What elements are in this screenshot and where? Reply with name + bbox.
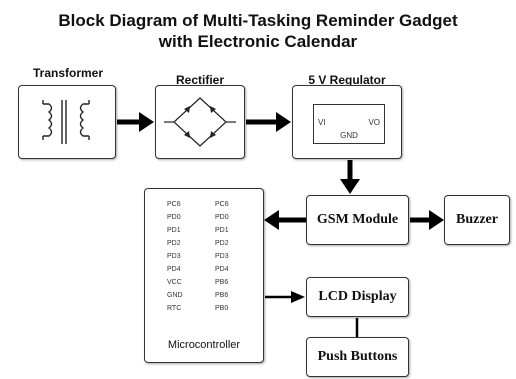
buzzer-label: Buzzer bbox=[456, 212, 498, 227]
regulator-block: VI VO GND bbox=[292, 85, 402, 159]
left-pin-8: GND bbox=[167, 292, 183, 299]
regulator-vo-pin: VO bbox=[368, 118, 380, 127]
transformer-label: Transformer bbox=[32, 66, 104, 80]
right-pin-4: PD2 bbox=[215, 240, 229, 247]
left-pin-3: PD1 bbox=[167, 227, 181, 234]
left-pin-4: PD2 bbox=[167, 240, 181, 247]
gsm-module-block: GSM Module bbox=[306, 195, 409, 245]
regulator-vi-pin: VI bbox=[318, 118, 326, 127]
right-pin-9: PB0 bbox=[215, 305, 229, 312]
rectifier-label: Rectifier bbox=[175, 73, 225, 87]
bridge-rectifier-icon bbox=[164, 97, 236, 147]
lcd-display-block: LCD Display bbox=[306, 277, 409, 317]
push-buttons-block: Push Buttons bbox=[306, 337, 409, 377]
regulator-label: 5 V Regulator bbox=[308, 73, 386, 87]
regulator-chip: VI VO GND bbox=[313, 104, 385, 144]
transformer-block bbox=[18, 85, 116, 159]
left-pin-5: PD3 bbox=[167, 253, 181, 260]
left-pin-1: PC6 bbox=[167, 201, 181, 208]
microcontroller-label: Microcontroller bbox=[167, 339, 241, 351]
left-pin-9: RTC bbox=[167, 305, 182, 312]
diagram-title-line1: Block Diagram of Multi-Tasking Reminder … bbox=[58, 11, 458, 30]
left-pin-2: PD0 bbox=[167, 214, 181, 221]
rectifier-block bbox=[155, 85, 245, 159]
lcd-display-label: LCD Display bbox=[318, 289, 397, 304]
gsm-module-label: GSM Module bbox=[316, 212, 399, 227]
transformer-icon bbox=[42, 100, 90, 144]
diagram-title-line2: with Electronic Calendar bbox=[158, 32, 358, 51]
buzzer-block: Buzzer bbox=[444, 195, 510, 245]
left-pin-6: PD4 bbox=[167, 266, 181, 273]
right-pin-2: PD0 bbox=[215, 214, 229, 221]
regulator-gnd-pin: GND bbox=[340, 131, 358, 140]
right-pin-7: PB6 bbox=[215, 279, 229, 286]
right-pin-3: PD1 bbox=[215, 227, 229, 234]
right-pin-1: PC6 bbox=[215, 201, 229, 208]
left-pin-7: VCC bbox=[167, 279, 182, 286]
right-pin-5: PD3 bbox=[215, 253, 229, 260]
push-buttons-label: Push Buttons bbox=[317, 349, 398, 364]
right-pin-8: PB6 bbox=[215, 292, 229, 299]
right-pin-6: PD4 bbox=[215, 266, 229, 273]
